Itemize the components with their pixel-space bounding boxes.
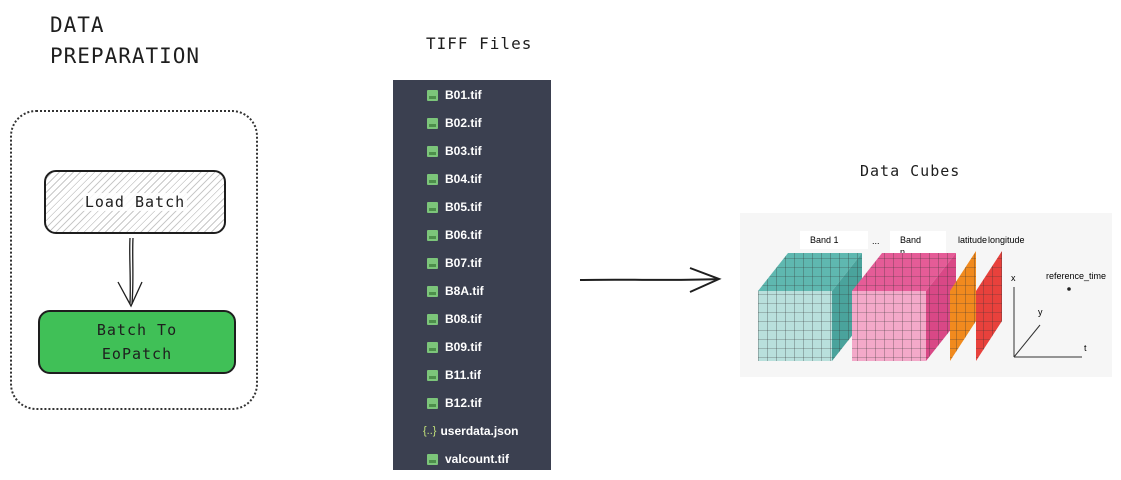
file-item[interactable]: B01.tif <box>427 84 482 106</box>
image-file-icon <box>427 397 438 409</box>
file-name: B12.tif <box>445 396 482 410</box>
image-file-icon <box>427 341 438 353</box>
data-cubes-figure: Band 1 ... Band n latitude longitude x y… <box>758 231 1106 361</box>
diagram-title: DATA PREPARATION <box>50 13 201 68</box>
image-file-icon <box>427 117 438 129</box>
file-item[interactable]: B05.tif <box>427 196 482 218</box>
image-file-icon <box>427 313 438 325</box>
file-name: B01.tif <box>445 88 482 102</box>
axis-x-label: x <box>1011 273 1016 283</box>
latitude-label: latitude <box>958 235 987 245</box>
file-item[interactable]: B11.tif <box>427 364 481 386</box>
data-cubes-heading: Data Cubes <box>860 162 961 180</box>
image-file-icon <box>427 229 438 241</box>
image-file-icon <box>427 201 438 213</box>
file-item[interactable]: B08.tif <box>427 308 482 330</box>
file-name: B8A.tif <box>445 284 484 298</box>
band-n-label: Band <box>900 235 921 245</box>
file-name: userdata.json <box>440 424 519 438</box>
json-file-icon: {..} <box>423 425 437 437</box>
file-item[interactable]: B12.tif <box>427 392 482 414</box>
band-1-label: Band 1 <box>810 235 839 245</box>
down-arrow-icon <box>117 237 143 308</box>
axis-y-label: y <box>1038 307 1043 317</box>
file-name: B04.tif <box>445 172 482 186</box>
file-item[interactable]: B06.tif <box>427 224 482 246</box>
file-name: B08.tif <box>445 312 482 326</box>
ellipsis-label: ... <box>872 236 880 246</box>
file-name: B11.tif <box>445 368 482 382</box>
load-batch-label: Load Batch <box>82 193 188 211</box>
file-name: valcount.tif <box>445 452 510 466</box>
tiff-files-heading: TIFF Files <box>426 34 533 53</box>
longitude-label: longitude <box>988 235 1025 245</box>
file-item[interactable]: B03.tif <box>427 140 482 162</box>
file-item[interactable]: B07.tif <box>427 252 482 274</box>
file-name: B07.tif <box>445 256 482 270</box>
load-batch-node[interactable]: Load Batch <box>44 170 226 234</box>
image-file-icon <box>427 145 438 157</box>
file-name: B03.tif <box>445 144 482 158</box>
file-item[interactable]: B04.tif <box>427 168 482 190</box>
axis-t-label: t <box>1084 343 1087 353</box>
image-file-icon <box>427 173 438 185</box>
file-item[interactable]: B02.tif <box>427 112 482 134</box>
image-file-icon <box>427 257 438 269</box>
image-file-icon <box>427 285 438 297</box>
reference-time-point <box>1067 287 1071 291</box>
file-name: B09.tif <box>445 340 482 354</box>
file-name: B02.tif <box>445 116 482 130</box>
image-file-icon <box>427 453 438 465</box>
reference-time-label: reference_time <box>1046 271 1106 281</box>
file-name: B06.tif <box>445 228 482 242</box>
file-name: B05.tif <box>445 200 482 214</box>
batch-to-eopatch-node[interactable]: Batch To EoPatch <box>38 310 236 374</box>
file-item[interactable]: valcount.tif <box>427 448 509 470</box>
file-item[interactable]: B8A.tif <box>427 280 484 302</box>
file-item[interactable]: B09.tif <box>427 336 482 358</box>
file-item[interactable]: {..}userdata.json <box>423 420 519 442</box>
image-file-icon <box>427 369 438 381</box>
image-file-icon <box>427 89 438 101</box>
data-cubes-image: Band 1 ... Band n latitude longitude x y… <box>740 213 1112 377</box>
band-n-subscript: n <box>900 247 905 257</box>
right-arrow-icon <box>579 267 722 293</box>
data-preparation-group <box>10 110 258 410</box>
